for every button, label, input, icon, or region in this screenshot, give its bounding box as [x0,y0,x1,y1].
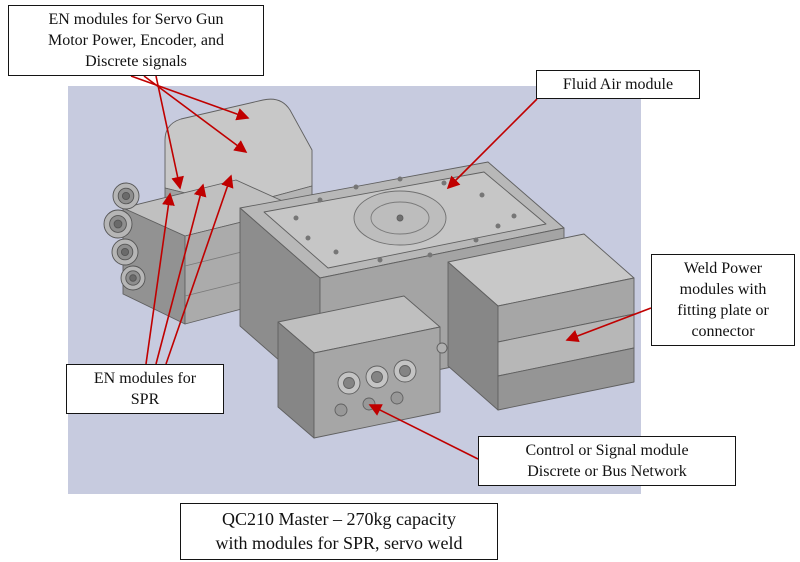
bolt-holes [293,176,517,263]
callout-en-spr-modules: EN modules for SPR [66,364,224,415]
label-line: Control or Signal module [525,442,689,459]
label-line: EN modules for [93,370,197,387]
label-line: Discrete or Bus Network [527,463,687,481]
label-line: modules with [679,281,767,299]
callout-weld-power-modules: Weld Power modules with fitting plate or… [651,254,795,347]
callout-control-signal-module: Control or Signal module Discrete or Bus… [478,436,736,487]
callout-en-servo-modules: EN modules for Servo Gun Motor Power, En… [8,5,264,77]
caption-line: QC210 Master – 270kg capacity [222,509,456,529]
label-line: Weld Power [683,260,763,277]
control-module [277,295,448,439]
label-line: EN modules for Servo Gun [48,11,224,28]
callout-fluid-air-module: Fluid Air module [536,70,700,100]
connector-ports [334,359,417,417]
label-line: Fluid Air module [562,76,674,93]
cad-model [103,98,635,439]
label-line: Discrete signals [85,53,187,71]
label-line: fitting plate or [677,302,769,320]
label-line: connector [691,323,755,341]
weld-power-module-stack [447,233,635,411]
label-line: Motor Power, Encoder, and [47,32,224,50]
label-line: SPR [130,391,160,409]
caption-line: with modules for SPR, servo weld [215,533,463,554]
cable-connectors [103,182,146,291]
caption-box: QC210 Master – 270kg capacity with modul… [180,503,498,560]
tool-plate [263,171,547,269]
cad-render-background [68,86,641,494]
